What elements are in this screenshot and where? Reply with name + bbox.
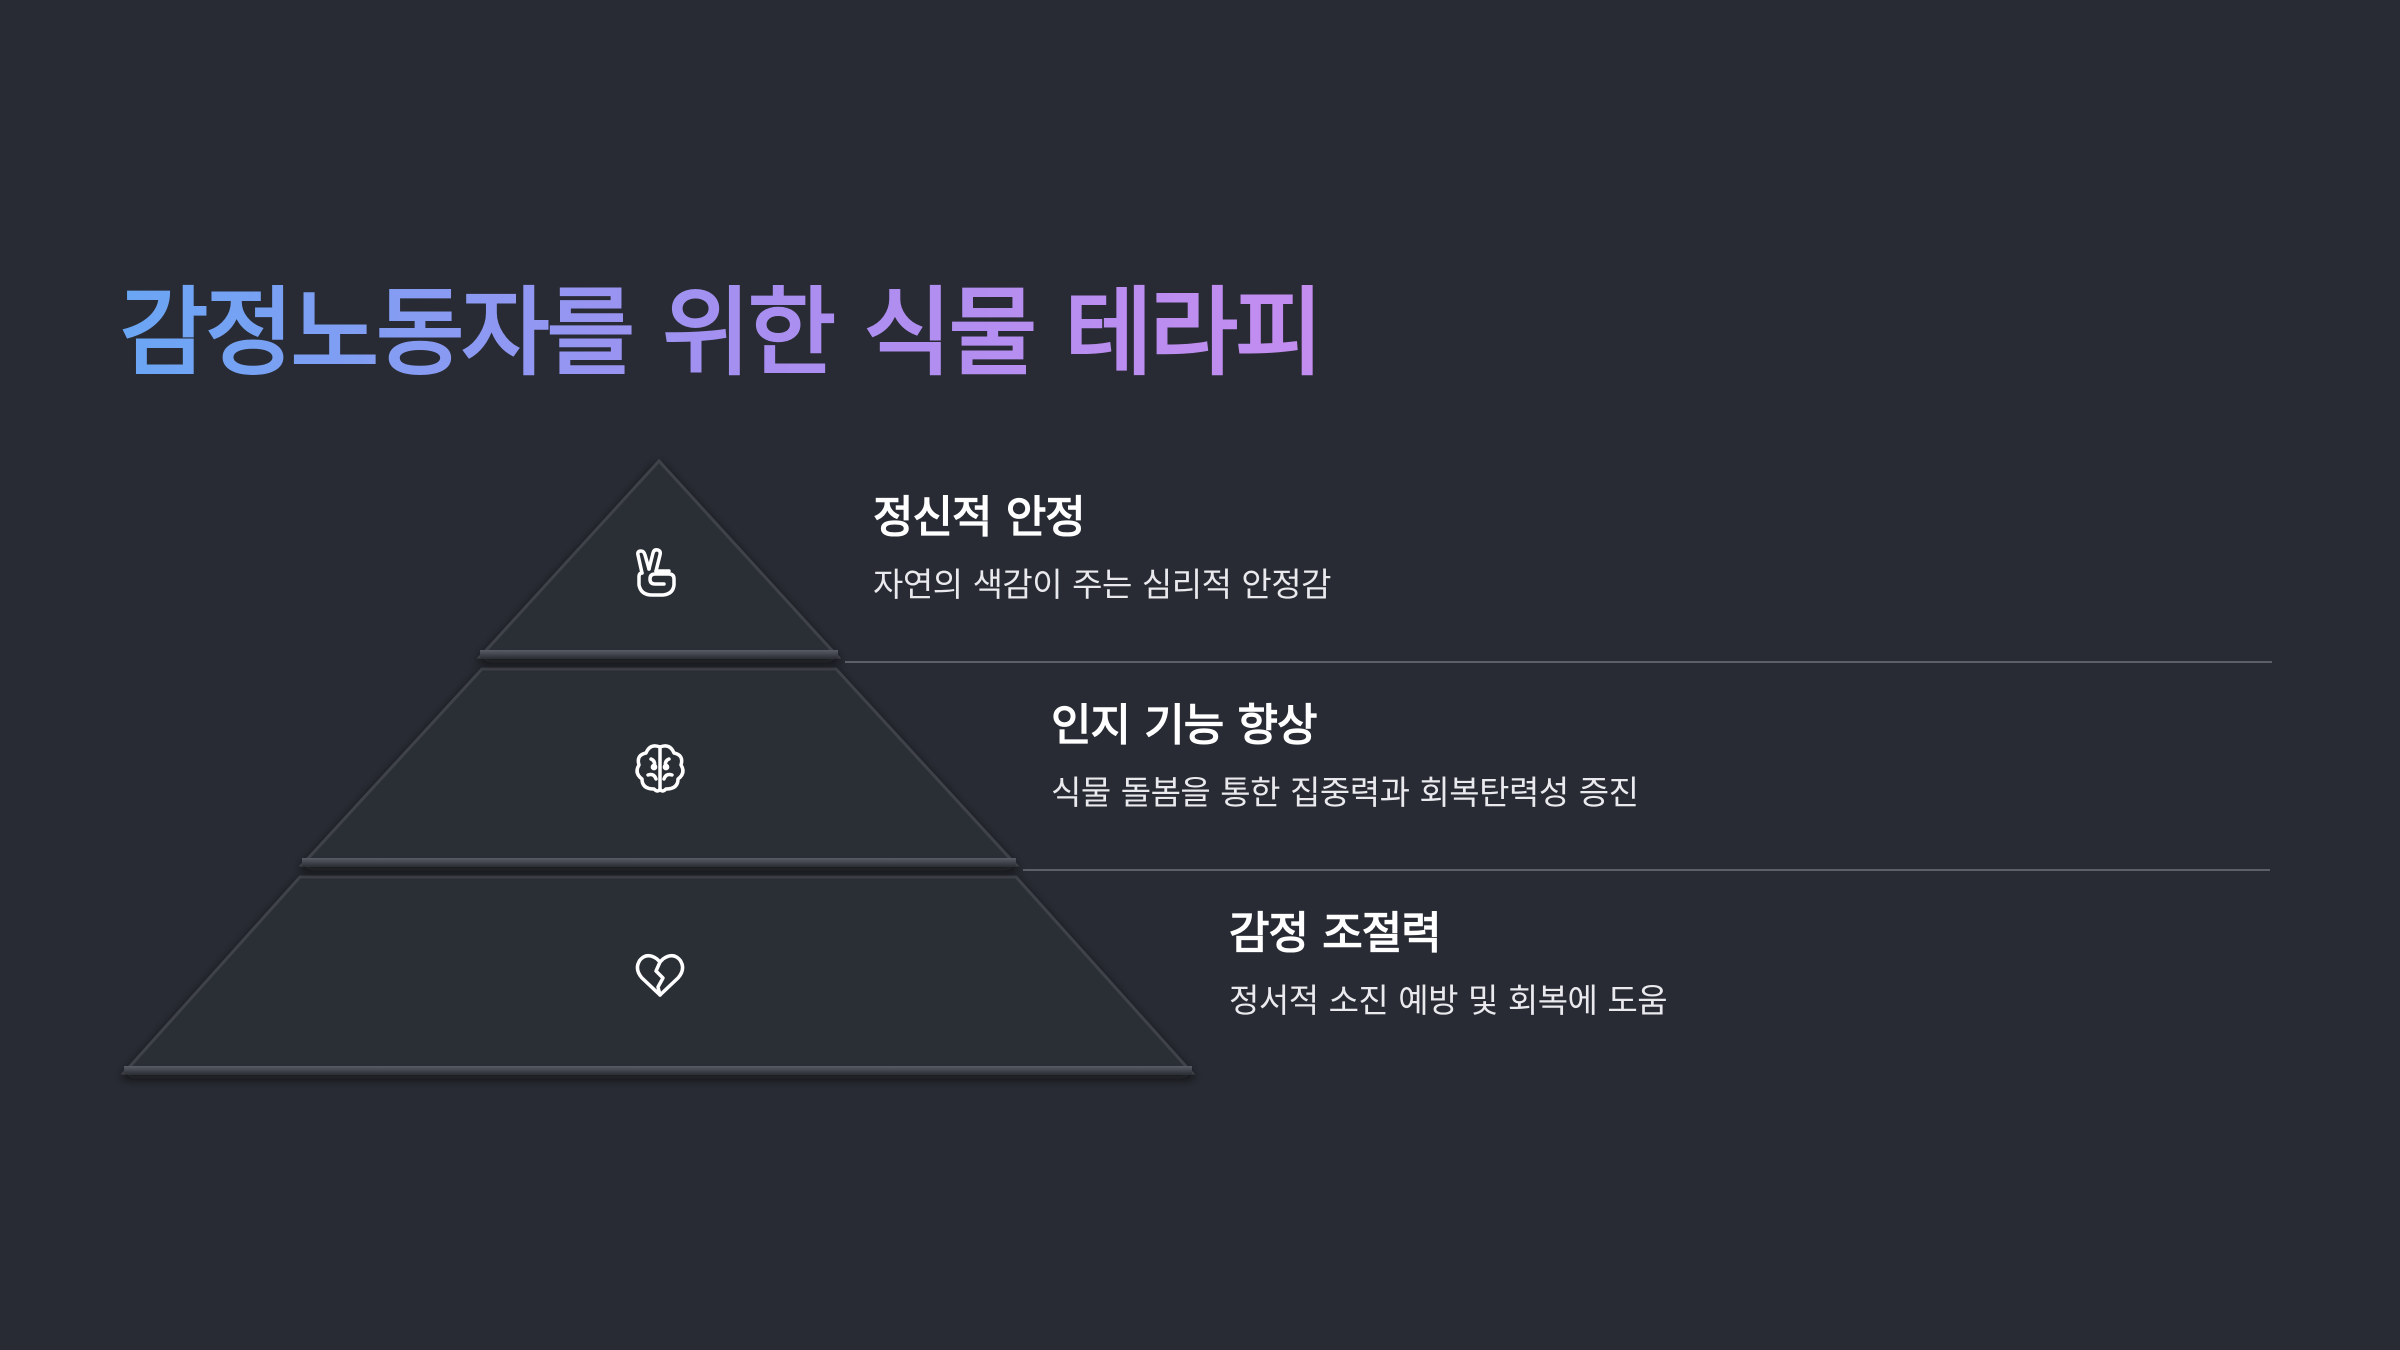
page-title: 감정노동자를 위한 식물 테라피 — [120, 268, 1323, 398]
tier-text-emotion-regulation: 감정 조절력 정서적 소진 예방 및 회복에 도움 — [1229, 906, 1668, 1022]
tier-description: 정서적 소진 예방 및 회복에 도움 — [1229, 981, 1668, 1020]
pyramid-tier-bottom — [120, 875, 1196, 1075]
divider-top — [845, 661, 2272, 663]
tier-text-cognitive-function: 인지 기능 향상 식물 돌봄을 통한 집중력과 회복탄력성 증진 — [1051, 698, 1639, 814]
tier-title: 감정 조절력 — [1229, 908, 1442, 959]
pyramid-tier-top — [476, 458, 842, 659]
tier-description: 식물 돌봄을 통한 집중력과 회복탄력성 증진 — [1051, 773, 1639, 812]
divider-middle — [1023, 869, 2270, 871]
tier-title: 인지 기능 향상 — [1051, 700, 1318, 751]
tier-description: 자연의 색감이 주는 심리적 안정감 — [873, 565, 1332, 604]
tier-title: 정신적 안정 — [873, 492, 1086, 543]
pyramid-tier-middle — [298, 667, 1020, 867]
tier-text-mental-stability: 정신적 안정 자연의 색감이 주는 심리적 안정감 — [873, 490, 1332, 606]
